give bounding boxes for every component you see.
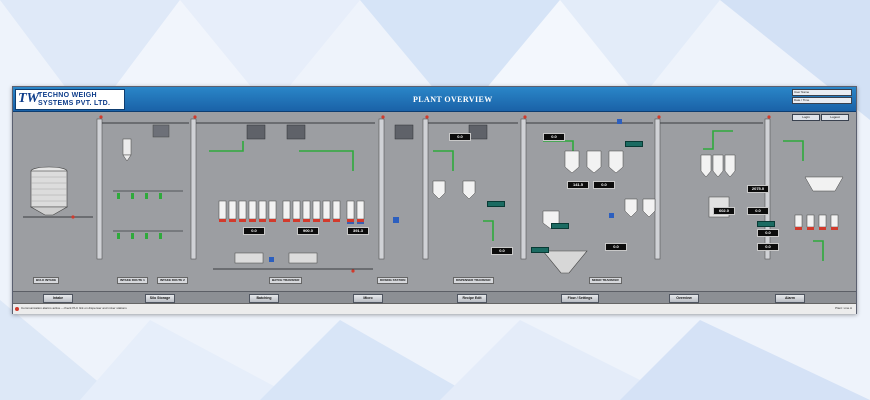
logo-line-2: SYSTEMS PVT. LTD. [38, 100, 111, 107]
overview-tag [757, 221, 775, 227]
mixer-display-2: 141.5 [567, 181, 589, 189]
section-label-bulk-intake: BULK INTAKE [33, 277, 60, 284]
section-label-batch-transfer: BATCH TRANSFER [269, 277, 303, 284]
intake-route-hoppers [122, 124, 170, 162]
header-info-datetime: Date / Time [792, 97, 852, 104]
status-message: Communication alarms active – check PLC … [21, 306, 127, 310]
navigation-bar: Intake Silo Storage Batching Micro Recip… [13, 291, 856, 304]
section-label-intake-route-2: INTAKE ROUTE 2 [157, 277, 188, 284]
company-logo: TW TECHNO WEIGH SYSTEMS PVT. LTD. [15, 89, 125, 110]
logo-mark: TW [18, 91, 39, 106]
section-label-dosing-station: DOSING STATION [377, 277, 409, 284]
overview-display-5: 0.0 [757, 243, 779, 251]
bulk-silo-icon [23, 166, 93, 218]
mixer-tag-3 [531, 247, 549, 253]
plant-diagram: BULK INTAKE INTAKE ROUTE 1 INTAKE ROUTE … [13, 111, 856, 291]
nav-button-silo-storage[interactable]: Silo Storage [145, 294, 175, 303]
page-title: PLANT OVERVIEW [413, 95, 493, 104]
batch-scale-1-display: 0.0 [243, 227, 265, 235]
logo-line-1: TECHNO WEIGH [38, 92, 97, 99]
overview-display-2: 2075.0 [747, 185, 769, 193]
nav-button-batching[interactable]: Batching [249, 294, 279, 303]
nav-button-alarm[interactable]: Alarm [775, 294, 805, 303]
mixer-tag-1 [551, 223, 569, 229]
overview-display-4: 0.0 [757, 229, 779, 237]
nav-button-flow-settings[interactable]: Flow / Settings [561, 294, 599, 303]
mixer-cone [542, 250, 588, 274]
elevator-leg-6 [654, 118, 661, 260]
status-bar: Communication alarms active – check PLC … [13, 303, 856, 314]
title-bar: TW TECHNO WEIGH SYSTEMS PVT. LTD. PLANT … [13, 87, 856, 121]
logout-button[interactable]: Logout [821, 114, 849, 121]
overview-display-1: 602.0 [713, 207, 735, 215]
mixer-display-1: 0.0 [543, 133, 565, 141]
batch-scale-2-display: 900.0 [297, 227, 319, 235]
nav-button-overview[interactable]: Overview [669, 294, 699, 303]
dispenser-tag [487, 201, 505, 207]
login-button[interactable]: Login [792, 114, 820, 121]
nav-button-micro[interactable]: Micro [353, 294, 383, 303]
elevator-leg-2 [190, 118, 197, 260]
section-label-intake-route-1: INTAKE ROUTE 1 [117, 277, 148, 284]
section-label-mixer-transfer: MIXER TRANSFER [589, 277, 622, 284]
elevator-leg-5 [520, 118, 527, 260]
elevator-leg-4 [422, 118, 429, 260]
batch-bins [218, 200, 365, 224]
elevator-leg-1 [96, 118, 103, 260]
mixer-tag-2 [625, 141, 643, 147]
overview-display-3: 0.0 [747, 207, 769, 215]
dosing-display: 0.0 [449, 133, 471, 141]
batch-scale-3-display: 391.3 [347, 227, 369, 235]
section-label-dispenser-transfer: DISPENSER TRANSFER [453, 277, 494, 284]
status-right: Plant: Line A [835, 306, 852, 310]
nav-button-intake[interactable]: Intake [43, 294, 73, 303]
mixer-display-4: 0.0 [605, 243, 627, 251]
dispenser-display: 0.0 [491, 247, 513, 255]
elevator-leg-3 [378, 118, 385, 260]
nav-button-recipe-edit[interactable]: Recipe Edit [457, 294, 487, 303]
process-graphics [23, 115, 844, 274]
scada-window: TW TECHNO WEIGH SYSTEMS PVT. LTD. PLANT … [12, 86, 857, 314]
header-info-user: User Name [792, 89, 852, 96]
alarm-indicator-icon [15, 307, 19, 311]
mixer-display-3: 0.0 [593, 181, 615, 189]
